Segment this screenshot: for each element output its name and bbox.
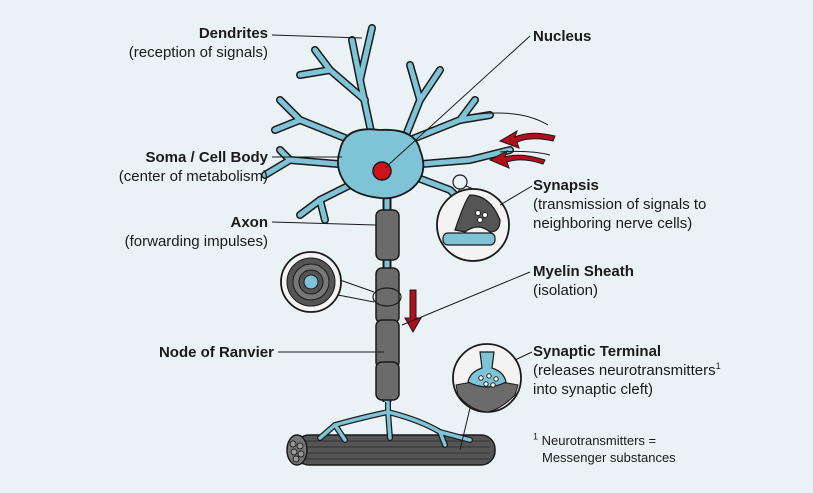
synapsis-zoom	[437, 189, 509, 261]
label-synaptic-terminal: Synaptic Terminal (releases neurotransmi…	[533, 342, 721, 399]
axon-title: Axon	[60, 213, 268, 232]
label-myelin-sheath: Myelin Sheath (isolation)	[533, 262, 634, 300]
label-synapsis: Synapsis (transmission of signals to nei…	[533, 176, 706, 233]
soma-title: Soma / Cell Body	[60, 148, 268, 167]
synapsis-title: Synapsis	[533, 176, 706, 195]
myelin-desc: (isolation)	[533, 281, 634, 300]
footnote-line1: Neurotransmitters =	[538, 433, 656, 448]
label-axon: Axon (forwarding impulses)	[60, 213, 268, 251]
axon-desc: (forwarding impulses)	[60, 232, 268, 251]
synaptic-terminal-zoom	[453, 344, 521, 450]
label-node-of-ranvier: Node of Ranvier	[60, 343, 274, 362]
dendrites-desc: (reception of signals)	[70, 43, 268, 62]
terminal-desc-line2: into synaptic cleft)	[533, 380, 721, 399]
footnote: 1 Neurotransmitters = Messenger substanc…	[533, 432, 676, 466]
label-dendrites: Dendrites (reception of signals)	[70, 24, 268, 62]
synapsis-desc-line2: neighboring nerve cells)	[533, 214, 706, 233]
myelin-title: Myelin Sheath	[533, 262, 634, 281]
terminal-footnote-mark: 1	[716, 361, 721, 371]
footnote-line2: Messenger substances	[533, 449, 676, 466]
node-title: Node of Ranvier	[60, 343, 274, 362]
terminal-desc-line1-wrap: (releases neurotransmitters1	[533, 361, 721, 380]
footnote-line1-wrap: 1 Neurotransmitters =	[533, 432, 676, 449]
soma-desc: (center of metabolism)	[60, 167, 268, 186]
synapsis-desc-line1: (transmission of signals to	[533, 195, 706, 214]
label-soma: Soma / Cell Body (center of metabolism)	[60, 148, 268, 186]
terminal-desc-line1: (releases neurotransmitters	[533, 362, 716, 379]
dendrites-title: Dendrites	[70, 24, 268, 43]
terminal-title: Synaptic Terminal	[533, 342, 721, 361]
label-nucleus: Nucleus	[533, 27, 591, 46]
nucleus-title: Nucleus	[533, 27, 591, 46]
